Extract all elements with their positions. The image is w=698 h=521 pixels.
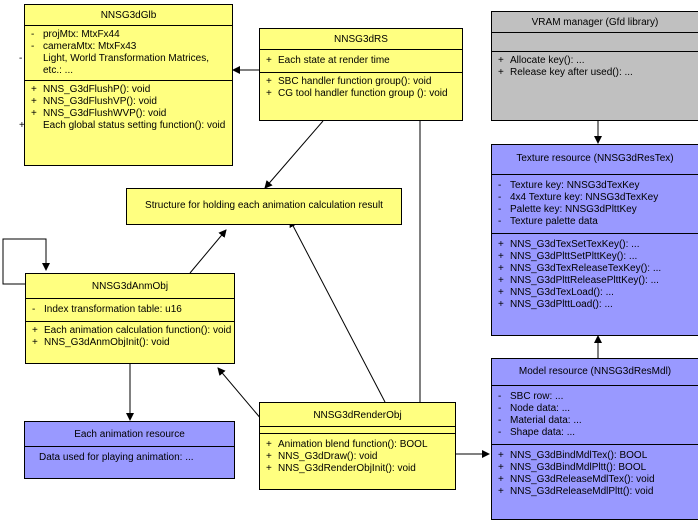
class-box-vram-manager[interactable]: VRAM manager (Gfd library) +Allocate key… <box>491 11 698 121</box>
method-row: +NNS_G3dPlttSetPlttKey(): ... <box>498 251 638 262</box>
class-box-texture-resource[interactable]: Texture resource (NNSG3dResTex) -Texture… <box>491 144 698 336</box>
attribute-row: -Texture key: NNSG3dTexKey <box>498 180 640 191</box>
method-section: +NNS_G3dFlushP(): void +NNS_G3dFlushVP()… <box>19 81 232 135</box>
method-row: +SBC handler function group(): void <box>266 76 432 87</box>
method-row: +NNS_G3dPlttReleasePlttKey(): ... <box>498 275 659 286</box>
method-row: +NNS_G3dDraw(): void <box>266 451 378 462</box>
method-row: +NNS_G3dFlushVP(): void <box>31 96 157 107</box>
class-title: Texture resource (NNSG3dResTex) <box>492 145 698 175</box>
class-box-anmobj[interactable]: NNSG3dAnmObj -Index transformation table… <box>25 273 235 364</box>
class-box-glb[interactable]: NNSG3dGlb -projMtx: MtxFx44 -cameraMtx: … <box>19 4 233 166</box>
struct-title: Structure for holding each animation cal… <box>145 200 383 211</box>
attribute-row: -4x4 Texture key: NNSG3dTexKey <box>498 192 659 203</box>
class-box-model-resource[interactable]: Model resource (NNSG3dResMdl) -SBC row: … <box>491 358 698 520</box>
method-row: +NNS_G3dBindMdlTex(): BOOL <box>498 450 648 461</box>
attribute-row: -cameraMtx: MtxFx43 <box>31 41 137 52</box>
attribute-section: -projMtx: MtxFx44 -cameraMtx: MtxFx43 -L… <box>19 26 232 81</box>
method-row: +Release key after used(): ... <box>498 67 633 78</box>
method-section: +SBC handler function group(): void +CG … <box>260 73 462 103</box>
class-title: Model resource (NNSG3dResMdl) <box>492 359 698 386</box>
method-row: +Animation blend function(): BOOL <box>266 439 428 450</box>
class-title: VRAM manager (Gfd library) <box>492 12 698 33</box>
class-box-animation-resource[interactable]: Each animation resource Data used for pl… <box>24 421 235 479</box>
connector-anmobj-to-struct <box>189 229 227 274</box>
attribute-section: -SBC row: ... -Node data: ... -Material … <box>492 386 698 445</box>
attribute-row: -SBC row: ... <box>498 391 564 402</box>
method-row: +NNS_G3dAnmObjInit(): void <box>32 337 170 348</box>
method-section: +Each animation calculation function(): … <box>26 322 234 352</box>
class-title: NNSG3dGlb <box>25 5 232 26</box>
method-row: +CG tool handler function group (): void <box>266 88 448 99</box>
connector-renderobj-to-struct <box>289 219 386 403</box>
method-section: +NNS_G3dBindMdlTex(): BOOL +NNS_G3dBindM… <box>492 445 698 501</box>
attribute-row: -Index transformation table: u16 <box>32 304 182 315</box>
method-row: +Each global status setting function(): … <box>19 120 226 131</box>
struct-box-animation-result[interactable]: Structure for holding each animation cal… <box>126 188 402 225</box>
attribute-row: -projMtx: MtxFx44 <box>31 29 120 40</box>
attribute-row: +Each state at render time <box>266 55 390 66</box>
attribute-section: -Texture key: NNSG3dTexKey -4x4 Texture … <box>492 175 698 234</box>
attribute-section: +Each state at render time <box>260 50 462 73</box>
method-row: +NNS_G3dPlttLoad(): ... <box>498 299 613 310</box>
attribute-row: -Palette key: NNSG3dPlttKey <box>498 204 637 215</box>
class-box-renderobj[interactable]: NNSG3dRenderObj +Animation blend functio… <box>259 402 456 490</box>
method-row: +Allocate key(): ... <box>498 55 585 66</box>
attribute-row: Data used for playing animation: ... <box>39 452 194 463</box>
method-row: +Each animation calculation function(): … <box>32 325 232 336</box>
attribute-section: -Index transformation table: u16 <box>26 299 234 322</box>
method-row: +NNS_G3dReleaseMdlTex(): void <box>498 474 655 485</box>
attribute-section <box>492 33 698 52</box>
method-row: +NNS_G3dRenderObjInit(): void <box>266 463 416 474</box>
class-title: NNSG3dAnmObj <box>26 274 234 299</box>
class-title: NNSG3dRenderObj <box>260 403 455 427</box>
method-section: +Animation blend function(): BOOL +NNS_G… <box>260 434 455 478</box>
method-row: +NNS_G3dTexSetTexKey(): ... <box>498 239 640 250</box>
attribute-row: -Material data: ... <box>498 415 582 426</box>
method-row: +NNS_G3dReleaseMdlPltt(): void <box>498 486 654 497</box>
attribute-row: -Node data: ... <box>498 403 571 414</box>
attribute-row: -Texture palette data <box>498 216 598 227</box>
method-row: +NNS_G3dFlushP(): void <box>31 84 151 95</box>
connector-rs-to-struct <box>264 120 324 189</box>
connector-renderobj-to-anmobj <box>217 367 263 421</box>
class-title: Each animation resource <box>25 422 234 447</box>
attribute-row: -Light, World Transformation Matrices, e… <box>19 53 209 76</box>
method-row: +NNS_G3dBindMdlPltt(): BOOL <box>498 462 647 473</box>
attribute-section <box>260 427 455 434</box>
method-section: +Allocate key(): ... +Release key after … <box>492 52 698 82</box>
connector-anmobj-self <box>2 238 50 285</box>
method-section: +NNS_G3dTexSetTexKey(): ... +NNS_G3dPltt… <box>492 234 698 314</box>
attribute-section: Data used for playing animation: ... <box>25 447 234 467</box>
class-box-rs[interactable]: NNSG3dRS +Each state at render time +SBC… <box>259 28 463 121</box>
method-row: +NNS_G3dTexLoad(): ... <box>498 287 614 298</box>
attribute-row: -Shape data: ... <box>498 427 576 438</box>
method-row: +NNS_G3dFlushWVP(): void <box>31 108 167 119</box>
class-title: NNSG3dRS <box>260 29 462 50</box>
method-row: +NNS_G3dTexReleaseTexKey(): ... <box>498 263 662 274</box>
